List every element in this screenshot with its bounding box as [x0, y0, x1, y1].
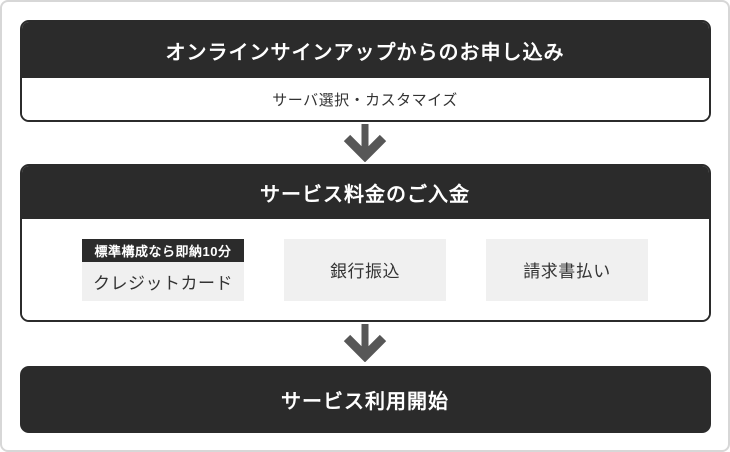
flow-arrow-down — [343, 324, 387, 362]
payment-options-row: 標準構成なら即納10分 クレジットカード 銀行振込 請求書払い — [21, 219, 709, 320]
step-signup-detail: サーバ選択・カスタマイズ — [21, 78, 709, 120]
payment-option-credit-card-label: クレジットカード — [82, 261, 244, 301]
step-card-signup: オンラインサインアップからのお申し込み サーバ選択・カスタマイズ — [19, 20, 711, 122]
payment-option-credit-card: 標準構成なら即納10分 クレジットカード — [82, 238, 244, 301]
payment-option-bank-transfer: 銀行振込 — [284, 238, 446, 301]
delivery-time-badge: 標準構成なら即納10分 — [82, 238, 244, 262]
down-arrow-icon — [343, 124, 387, 162]
step-card-payment: サービス料金のご入金 標準構成なら即納10分 クレジットカード 銀行振込 請求書… — [19, 164, 711, 322]
payment-option-invoice: 請求書払い — [486, 238, 648, 301]
down-arrow-icon — [343, 324, 387, 362]
flow-arrow-down — [343, 124, 387, 162]
step-final-service-start: サービス利用開始 — [19, 366, 711, 433]
step-payment-title: サービス料金のご入金 — [21, 166, 709, 219]
step-signup-title: オンラインサインアップからのお申し込み — [21, 22, 709, 78]
